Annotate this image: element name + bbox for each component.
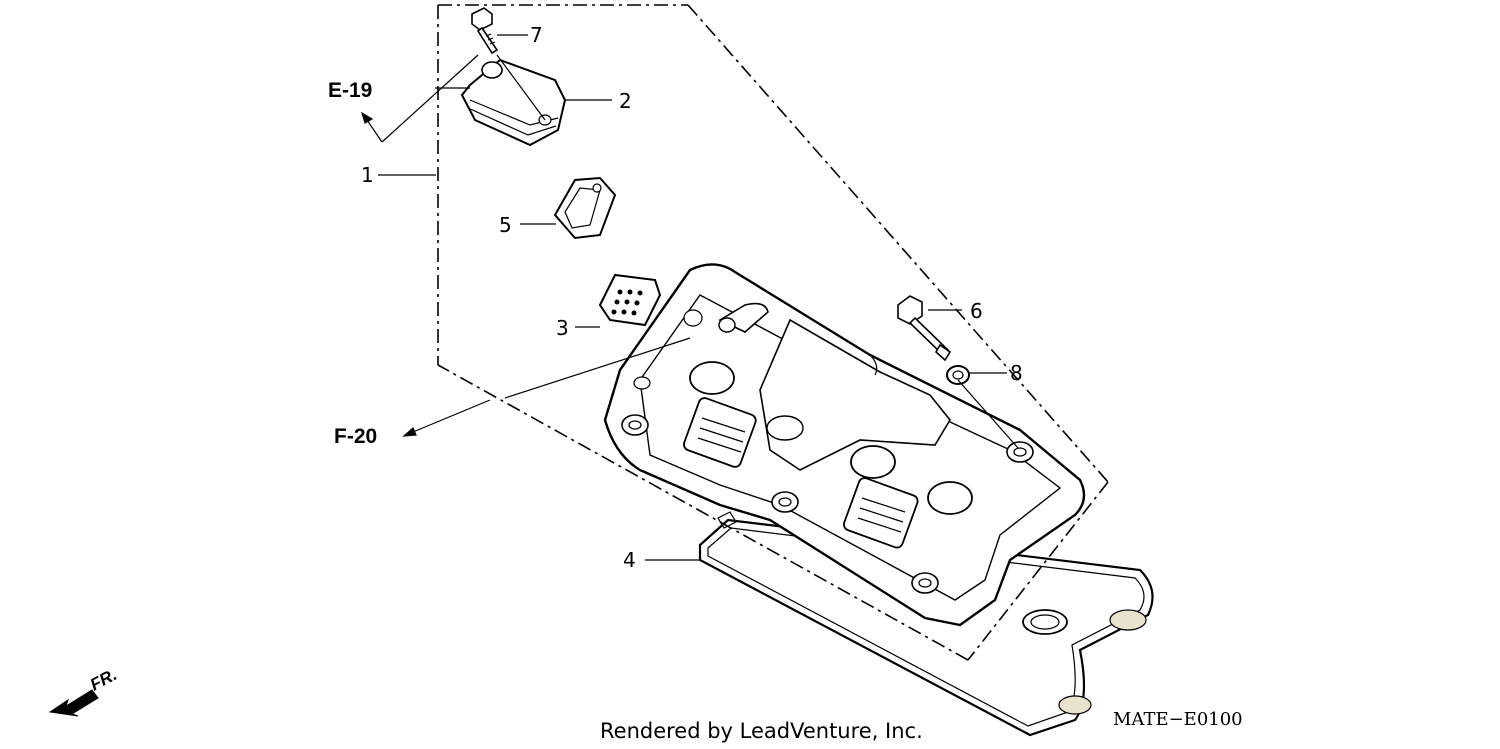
callout-7: 7	[530, 23, 543, 47]
bolt-7[interactable]	[471, 7, 499, 55]
callout-4: 4	[623, 548, 636, 572]
callout-2: 2	[619, 89, 632, 113]
diagram-code: MATE−E0100	[1113, 709, 1243, 730]
callout-labels: 7 2 1 5 3 4 6 8	[361, 23, 1023, 572]
assembly-outline	[437, 4, 1109, 661]
credit-text: Rendered by LeadVenture, Inc.	[600, 719, 923, 743]
cylinder-head-cover[interactable]	[603, 263, 1086, 627]
callout-6: 6	[970, 299, 983, 323]
cover-bolt-6[interactable]	[897, 295, 952, 362]
callout-3: 3	[556, 316, 569, 340]
breather-plate-gasket[interactable]	[553, 176, 617, 240]
cover-gasket[interactable]	[698, 511, 1154, 737]
pcv-plate[interactable]	[598, 273, 662, 327]
leader-lines	[360, 34, 1019, 561]
front-arrow-icon: FR.	[48, 665, 120, 717]
washer-8[interactable]	[946, 365, 970, 385]
callout-5: 5	[499, 213, 512, 237]
callout-8: 8	[1010, 361, 1023, 385]
callout-1: 1	[361, 163, 374, 187]
breather-cover[interactable]	[460, 58, 567, 147]
reference-e19[interactable]: E-19	[328, 79, 372, 102]
reference-f20[interactable]: F-20	[334, 425, 377, 448]
